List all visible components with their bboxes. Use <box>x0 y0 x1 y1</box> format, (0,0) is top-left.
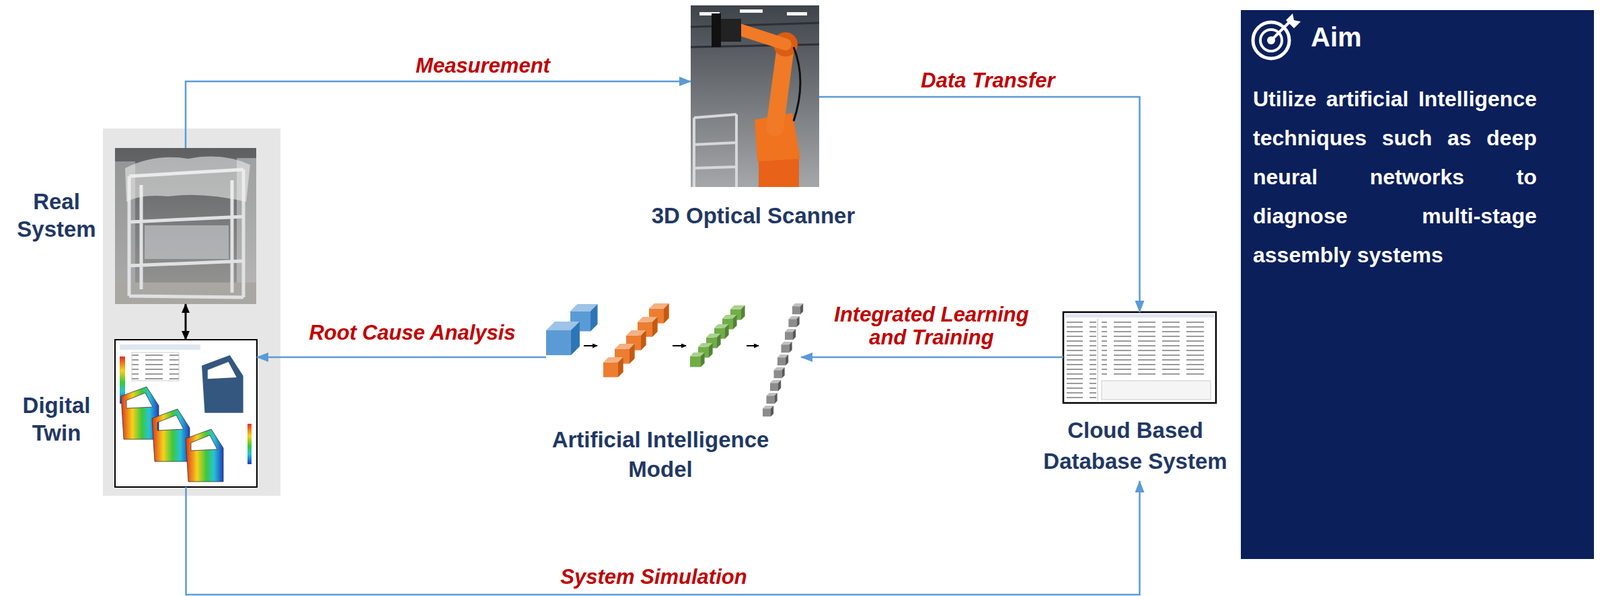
neural-network-figure <box>603 357 624 378</box>
digital-twin-screenshot <box>185 429 224 482</box>
neural-network-figure <box>762 405 774 417</box>
scanner-photo <box>793 47 801 122</box>
aim-body: Utilize artificial Intelligence techniqu… <box>1252 79 1537 275</box>
neural-network-figure <box>766 392 778 404</box>
real-system-box: Real System <box>115 147 257 304</box>
real-system-photo <box>144 225 229 259</box>
neural-network-figure <box>690 352 705 368</box>
database-box: Cloud Based Database System <box>1063 312 1216 403</box>
scanner-photo <box>774 47 786 128</box>
aim-panel <box>1240 10 1594 559</box>
edge-label: Integrated Learning and Training <box>827 303 1036 350</box>
neural-network-figure <box>583 345 598 347</box>
scanner-photo <box>694 114 737 187</box>
aim-title: Aim <box>1310 20 1362 54</box>
neural-network-figure <box>788 316 800 327</box>
aim-icon <box>1252 22 1290 59</box>
connector-arrow <box>184 303 187 340</box>
neural-network-figure <box>746 345 759 347</box>
connector-arrow <box>185 81 691 148</box>
digital-twin-screenshot <box>247 423 252 465</box>
node-label: 3D Optical Scanner <box>618 201 888 230</box>
neural-network-figure <box>546 303 804 417</box>
digital-twin-screenshot <box>119 344 201 350</box>
scanner-photo <box>786 12 808 16</box>
aim-icon <box>1271 21 1290 41</box>
neural-network-figure <box>546 321 580 356</box>
neural-network-figure <box>777 354 789 366</box>
database-screenshot <box>1097 318 1099 401</box>
real-system-photo <box>115 147 257 304</box>
real-system-photo <box>115 282 257 304</box>
digital-twin-screenshot <box>131 352 179 381</box>
connector-arrow <box>819 96 1140 313</box>
edge-label: Measurement <box>415 54 551 78</box>
digital-twin-screenshot <box>115 339 257 487</box>
digital-twin-screenshot <box>115 339 257 487</box>
edge-label: Root Cause Analysis <box>308 321 516 345</box>
real-system-photo <box>125 156 251 202</box>
connector-arrow <box>186 480 1140 595</box>
scanner-photo <box>711 13 721 48</box>
database-screenshot <box>1101 380 1211 400</box>
node-label: Cloud Based Database System <box>1034 414 1237 477</box>
database-screenshot <box>1101 321 1211 376</box>
aim-box: AimUtilize artificial Intelligence techn… <box>1240 10 1594 559</box>
node-label: Real System <box>12 187 101 243</box>
scanner-photo <box>739 29 786 45</box>
database-screenshot <box>1065 314 1214 318</box>
edge-label: System Simulation <box>560 565 747 589</box>
twin-panel <box>102 128 281 496</box>
real-system-photo <box>115 147 257 304</box>
connector-arrow <box>801 356 1064 359</box>
neural-network-figure <box>770 379 781 391</box>
scanner-box: 3D Optical Scanner <box>690 5 820 187</box>
scanner-photo <box>690 22 820 48</box>
scanner-photo <box>739 9 763 13</box>
database-screenshot <box>1066 320 1097 400</box>
edge-label: Data Transfer <box>920 69 1055 93</box>
neural-network-figure <box>781 341 793 353</box>
neural-network-figure <box>784 328 796 340</box>
neural-network-figure <box>792 303 804 315</box>
digital-twin-screenshot <box>151 408 190 462</box>
aim-icon <box>1285 13 1301 29</box>
database-screenshot <box>1063 312 1216 403</box>
neural-network-figure <box>672 345 687 347</box>
digital-twin-screenshot <box>201 355 244 413</box>
database-screenshot <box>1063 312 1216 403</box>
connector-arrow <box>256 356 547 359</box>
digital-twin-box: Digital Twin <box>115 339 257 487</box>
ai-model-box: Artificial Intelligence Model <box>546 298 802 417</box>
scanner-photo <box>690 5 820 187</box>
node-label: Artificial Intelligence Model <box>532 425 789 485</box>
aim-icon <box>1252 13 1301 59</box>
node-label: Digital Twin <box>12 391 101 447</box>
neural-network-figure <box>774 367 785 378</box>
scanner-photo <box>690 5 820 187</box>
